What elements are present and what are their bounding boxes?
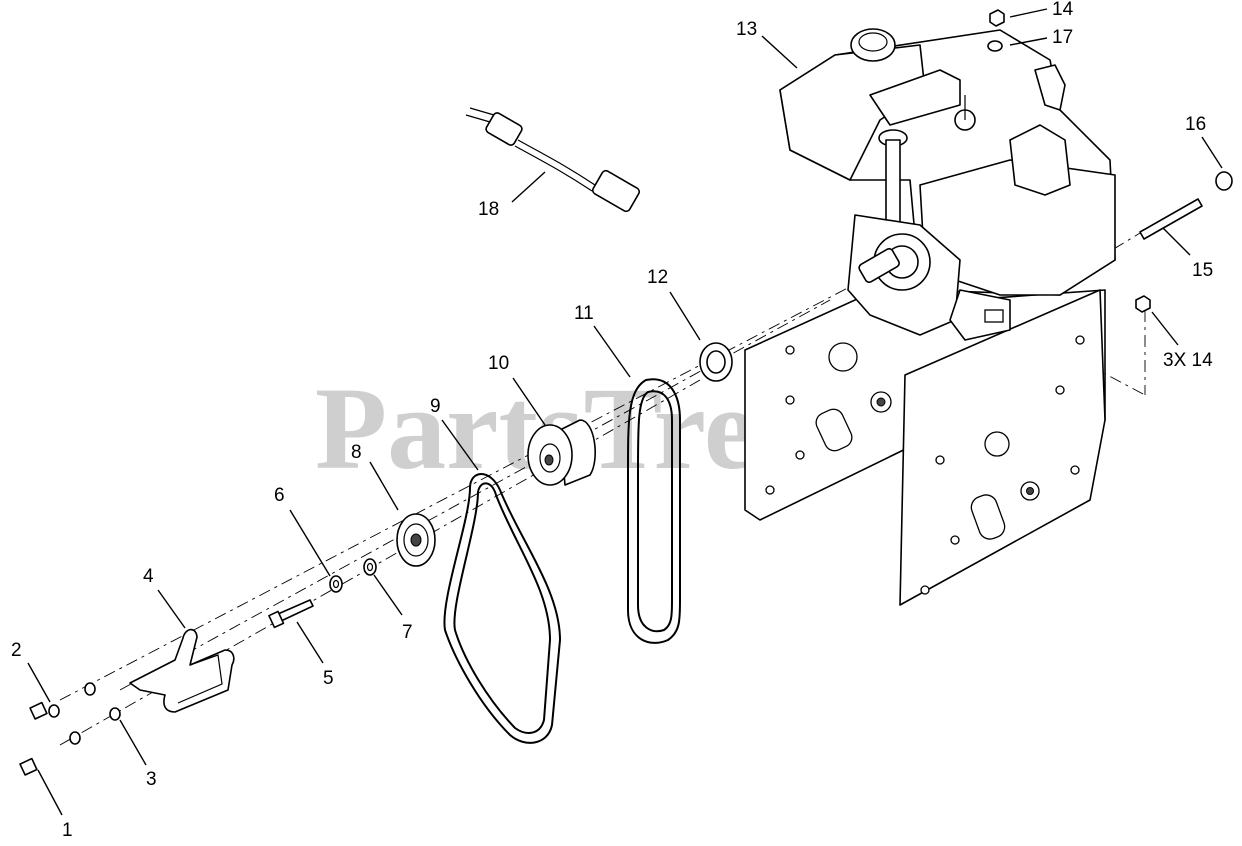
callout-18: 18 <box>478 199 499 220</box>
callout-1: 1 <box>62 820 73 841</box>
callout-7: 7 <box>402 622 413 643</box>
part-7-washer <box>363 558 377 576</box>
callout-9: 9 <box>430 396 441 417</box>
callout-17: 17 <box>1052 27 1073 48</box>
frame-plate-front <box>899 289 1106 606</box>
callout-13: 13 <box>736 19 757 40</box>
callout-3: 3 <box>146 769 157 790</box>
leader-lines <box>27 8 1223 816</box>
part-8-idler-pulley <box>396 513 436 567</box>
part-5-bolt <box>268 599 314 629</box>
part-18-power-cord <box>465 107 641 213</box>
callout-11: 11 <box>574 303 594 324</box>
part-6-nut <box>329 575 343 593</box>
part-11-v-belt <box>627 378 681 644</box>
part-9-belt <box>443 473 562 744</box>
callout-3x14: 3X 14 <box>1163 350 1213 371</box>
part-14-17-fasteners <box>987 9 1151 313</box>
part-12-flange-bearing <box>699 342 733 382</box>
part-15-16-shaft-spacer <box>1139 171 1233 240</box>
callout-14: 14 <box>1052 0 1074 20</box>
callout-8: 8 <box>351 442 362 463</box>
hardware-1-2-3 <box>19 682 121 776</box>
part-10-drive-pulley <box>527 419 596 486</box>
callout-4: 4 <box>143 566 154 587</box>
callout-labels: 1 2 3 4 5 6 7 8 9 10 11 12 13 14 15 16 1… <box>11 0 1213 841</box>
callout-6: 6 <box>274 485 285 506</box>
engine <box>779 28 1116 341</box>
callout-16: 16 <box>1185 114 1206 135</box>
callout-12: 12 <box>647 267 668 288</box>
callout-2: 2 <box>11 640 22 661</box>
callout-10: 10 <box>488 353 509 374</box>
callout-15: 15 <box>1192 260 1213 281</box>
callout-5: 5 <box>323 668 334 689</box>
part-4-idler-bracket <box>129 628 235 713</box>
